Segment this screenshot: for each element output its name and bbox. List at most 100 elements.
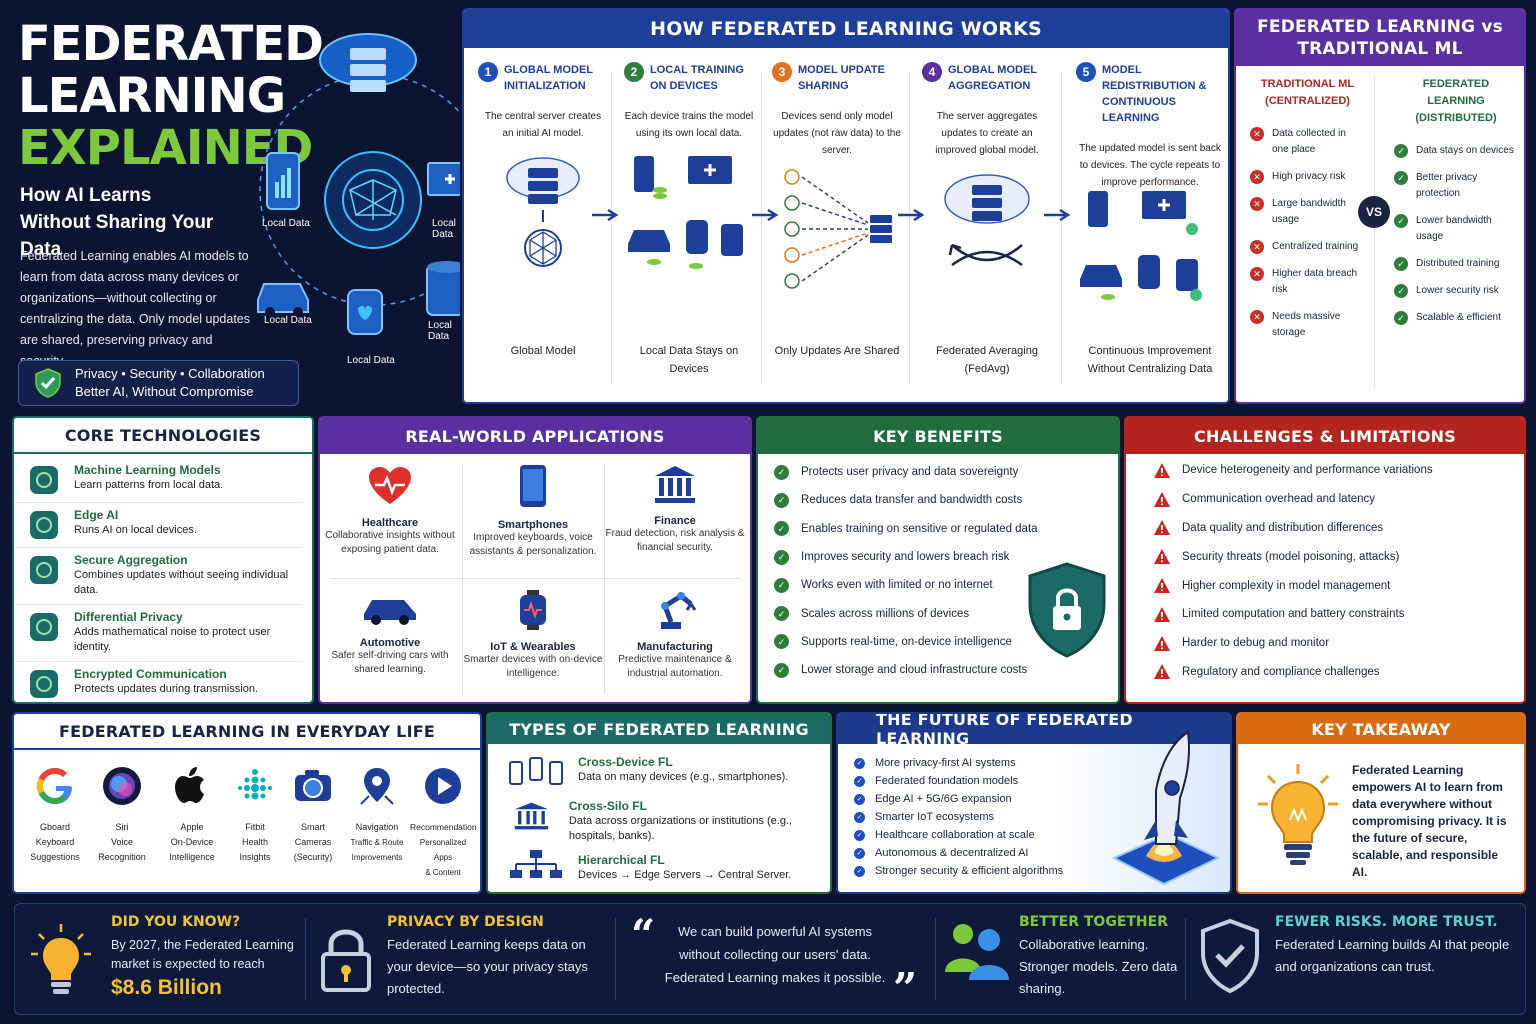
future-text: More privacy-first AI systems: [875, 757, 1016, 769]
step-2-caption: Local Data Stays on Devices: [639, 345, 739, 375]
app-automotive-desc: Safer self-driving cars with shared lear…: [331, 650, 449, 675]
rocket-icon: [1111, 730, 1221, 886]
warning-icon: [1154, 664, 1170, 680]
takeaway-title: KEY TAKEAWAY: [1238, 714, 1524, 744]
traditional-item: ✕Needs massive storage: [1250, 309, 1365, 341]
compare-item-text: Higher data breach risk: [1272, 268, 1358, 295]
hero-subtitle: How AI Learns Without Sharing Your Data: [20, 185, 214, 260]
lightbulb-icon: [31, 924, 91, 994]
x-circle-icon: ✕: [1250, 267, 1264, 281]
check-circle-icon: ✓: [774, 634, 789, 650]
trust-text: Federated Learning builds AI that people…: [1275, 937, 1510, 974]
step-5: 5 MODEL REDISTRIBUTION & CONTINUOUS LEARN…: [1076, 62, 1224, 375]
benefit-item: ✓Protects user privacy and data sovereig…: [774, 458, 1118, 486]
lightbulb-icon: [1258, 764, 1338, 865]
did-you-know-title: DID YOU KNOW?: [111, 914, 241, 930]
challenges-title: CHALLENGES & LIMITATIONS: [1126, 418, 1524, 454]
app-finance: Finance Fraud detection, risk analysis &…: [605, 464, 745, 555]
footer-privacy: PRIVACY BY DESIGN Federated Learning kee…: [319, 904, 609, 1014]
cross-device-desc: Data on many devices (e.g., smartphones)…: [578, 771, 789, 783]
compare-title: FEDERATED LEARNING vs TRADITIONAL ML: [1236, 10, 1524, 66]
app-manufacturing-desc: Predictive maintenance & industrial auto…: [618, 654, 732, 679]
vs-badge: VS: [1358, 196, 1390, 228]
fitbit-l3: Insights: [239, 852, 271, 862]
benefit-text: Enables training on sensitive or regulat…: [801, 522, 1038, 535]
cloud-server-icon: [506, 157, 580, 267]
aggregation-icon: [944, 174, 1030, 267]
privacy-title: PRIVACY BY DESIGN: [387, 914, 544, 930]
federated-item: ✓Scalable & efficient: [1394, 310, 1518, 326]
fitbit-icon: [238, 769, 272, 800]
step-1-desc: The central server creates an initial AI…: [484, 111, 602, 139]
challenge-item: Data quality and distribution difference…: [1154, 514, 1524, 543]
node-label-car: Local Data: [264, 315, 312, 326]
brain-network-icon: [324, 151, 422, 249]
hero-description: Federated Learning enables AI models to …: [20, 249, 250, 368]
check-circle-icon: ✓: [854, 775, 865, 787]
navigation-l2: Traffic & Route: [350, 838, 404, 847]
sigma-icon: [30, 613, 58, 641]
warning-icon: [1154, 491, 1170, 507]
step-5-desc: The updated model is sent back to device…: [1079, 143, 1221, 188]
compare-item-text: Lower bandwidth usage: [1416, 215, 1492, 242]
check-circle-icon: ✓: [774, 577, 789, 593]
core-tech-desc: Learn patterns from local data.: [74, 479, 224, 491]
applications-panel: REAL-WORLD APPLICATIONS Healthcare Colla…: [318, 416, 752, 704]
node-label-watch: Local Data: [347, 355, 395, 366]
warning-icon: [1154, 606, 1170, 622]
everyday-panel: FEDERATED LEARNING IN EVERYDAY LIFE Gboa…: [12, 712, 482, 894]
apple-l2: On-Device: [170, 837, 214, 847]
challenge-text: Device heterogeneity and performance var…: [1182, 464, 1433, 477]
cross-silo-name: Cross-Silo FL: [568, 799, 647, 813]
federated-item: ✓Better privacy protection: [1394, 170, 1518, 202]
check-circle-icon: ✓: [774, 606, 789, 622]
fitbit-l1: Fitbit: [245, 822, 265, 832]
lock-icon: [321, 929, 371, 992]
challenge-text: Higher complexity in model management: [1182, 579, 1391, 592]
step-5-number: 5: [1076, 62, 1096, 82]
step-3-title: MODEL UPDATE SHARING: [798, 64, 885, 92]
check-circle-icon: ✓: [854, 829, 865, 841]
shield-check-icon: [35, 368, 61, 398]
bank-icon: [655, 466, 695, 503]
compare-item-text: Lower security risk: [1416, 285, 1499, 296]
apple-l1: Apple: [180, 822, 204, 832]
phone-icon: [266, 152, 300, 210]
benefit-item: ✓Lower storage and cloud infrastructure …: [774, 656, 1118, 684]
step-5-title: MODEL REDISTRIBUTION & CONTINUOUS LEARNI…: [1102, 64, 1207, 124]
x-circle-icon: ✕: [1250, 310, 1264, 324]
challenge-item: Regulatory and compliance challenges: [1154, 658, 1524, 687]
footer-together: BETTER TOGETHER Collaborative learning. …: [943, 904, 1183, 1014]
did-you-know-text: By 2027, the Federated Learning market i…: [111, 938, 294, 971]
check-circle-icon: ✓: [854, 865, 865, 877]
hero-title-line2: LEARNING: [18, 68, 286, 124]
x-circle-icon: ✕: [1250, 127, 1264, 141]
challenge-item: Security threats (model poisoning, attac…: [1154, 542, 1524, 571]
arrow-right-icon: [592, 208, 619, 222]
app-finance-desc: Fraud detection, risk analysis & financi…: [605, 528, 745, 553]
hero-badge-text: Privacy • Security • Collaboration Bette…: [75, 365, 265, 401]
challenge-item: Higher complexity in model management: [1154, 571, 1524, 600]
devices-icon: [509, 757, 563, 785]
challenge-text: Limited computation and battery constrai…: [1182, 608, 1405, 621]
challenge-item: Device heterogeneity and performance var…: [1154, 456, 1524, 485]
fitbit-l2: Health: [241, 837, 268, 847]
future-item: ✓Stronger security & efficient algorithm…: [854, 862, 1230, 880]
bank-icon: [514, 802, 549, 830]
compare-item-text: Scalable & efficient: [1416, 312, 1501, 323]
federated-item: ✓Distributed training: [1394, 256, 1518, 272]
challenge-item: Limited computation and battery constrai…: [1154, 600, 1524, 629]
future-text: Federated foundation models: [875, 775, 1019, 787]
warning-icon: [1154, 462, 1170, 478]
app-automotive-name: Automotive: [359, 637, 421, 649]
step-4-title: GLOBAL MODEL AGGREGATION: [948, 64, 1037, 92]
